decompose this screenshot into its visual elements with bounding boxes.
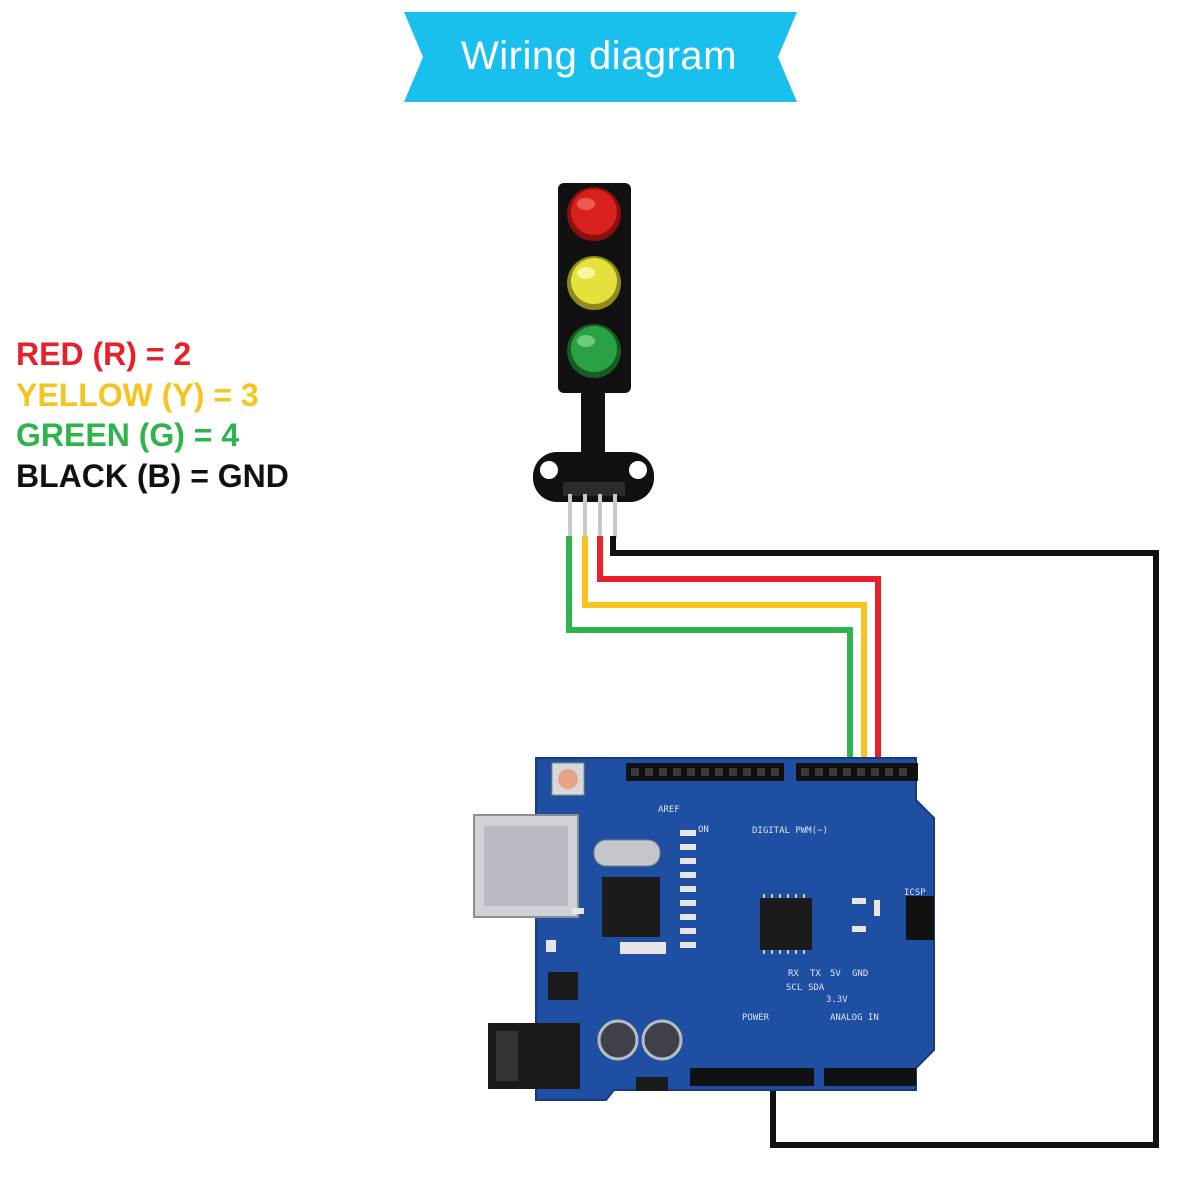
capacitor-left <box>597 1019 639 1061</box>
yellow-wire <box>582 536 867 773</box>
arduino-board: DIGITAL PWM(~) ICSP POWER ANALOG IN ON R… <box>473 757 935 1101</box>
usb-serial-chip <box>602 877 660 937</box>
analog-header <box>824 1068 916 1086</box>
legend-yellow: YELLOW (Y) = 3 <box>16 376 259 413</box>
regulator <box>548 972 578 1000</box>
pin-legend: RED (R) = 2 YELLOW (Y) = 3 GREEN (G) = 4… <box>16 334 289 496</box>
board-silkscreen: DIGITAL PWM(~) ICSP POWER ANALOG IN ON R… <box>658 805 926 1023</box>
pin-header <box>563 482 625 496</box>
digital-header-holes <box>631 768 907 776</box>
green-wire <box>566 536 853 773</box>
wires <box>566 536 1159 1148</box>
green-led <box>567 324 621 378</box>
smd-components <box>546 830 880 954</box>
title-banner <box>404 12 797 102</box>
3v3-label: 3.3V <box>826 995 848 1005</box>
scl-label: SCL <box>786 983 802 993</box>
legend-black: BLACK (B) = GND <box>16 457 289 494</box>
legend-green: GREEN (G) = 4 <box>16 417 240 453</box>
icsp-label: ICSP <box>904 888 926 898</box>
red-led <box>567 187 621 241</box>
gnd-label: GND <box>852 969 868 979</box>
5v-label: 5V <box>830 969 841 979</box>
module-pins <box>568 494 617 538</box>
sda-label: SDA <box>808 983 825 993</box>
digital-label: DIGITAL PWM(~) <box>752 826 828 836</box>
board-pcb <box>535 757 935 1101</box>
power-label: POWER <box>742 1013 770 1023</box>
capacitor-right <box>641 1019 683 1061</box>
base-hole-right <box>629 461 647 479</box>
yellow-led <box>567 256 621 310</box>
title: Wiring diagram <box>461 33 737 78</box>
base-hole-left <box>540 461 558 479</box>
microcontroller-chip <box>760 898 812 950</box>
legend-red: RED (R) = 2 <box>16 336 192 372</box>
analog-label: ANALOG IN <box>830 1013 879 1023</box>
red-wire <box>597 536 881 773</box>
black-wire <box>610 536 1159 1148</box>
power-header <box>690 1068 814 1086</box>
rx-label: RX <box>788 969 799 979</box>
crystal <box>593 839 661 867</box>
on-label: ON <box>698 825 709 835</box>
icsp-header <box>906 896 934 940</box>
tx-label: TX <box>810 969 821 979</box>
diode <box>636 1077 668 1091</box>
traffic-light-stem <box>581 390 605 460</box>
traffic-light-module <box>533 183 654 538</box>
aref-label: AREF <box>658 805 680 815</box>
